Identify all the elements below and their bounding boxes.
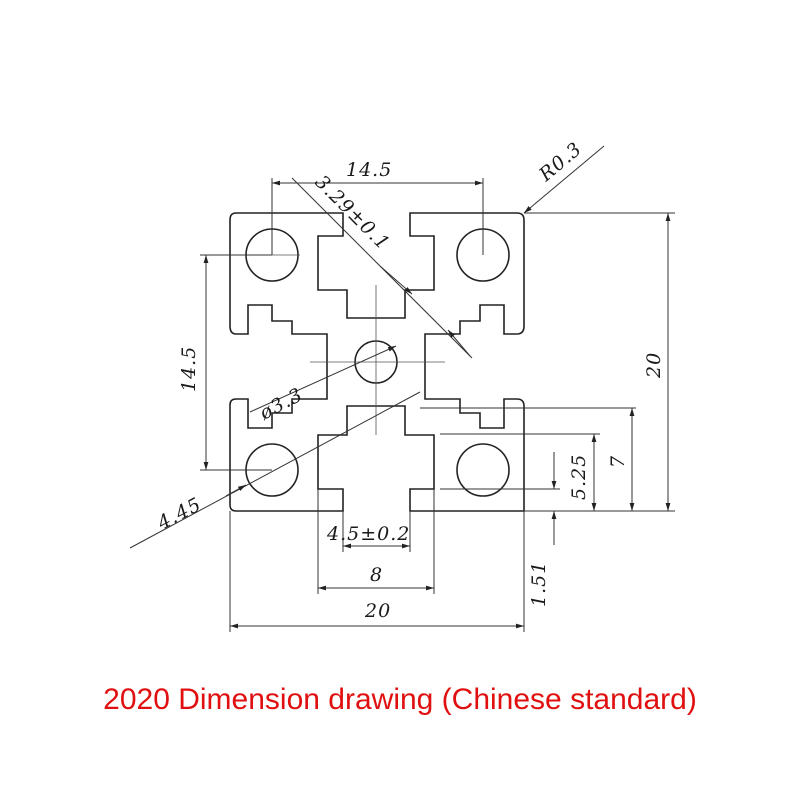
- profile-outline: [229, 212, 525, 512]
- label-bottom-width: 20: [364, 600, 391, 622]
- label-left-height: 14.5: [178, 346, 200, 392]
- leader-line: [129, 391, 421, 549]
- label-top-width: 14.5: [346, 159, 392, 181]
- corner-hole-bottom-right: [456, 443, 510, 497]
- label-dim-5-25: 5.25: [568, 454, 590, 500]
- label-slot-opening: 4.5±0.2: [326, 523, 410, 545]
- label-dim-7: 7: [607, 455, 629, 468]
- leader-arrow: [225, 484, 247, 497]
- label-bore-diameter: ø3.3: [255, 384, 307, 425]
- label-slot-width: 8: [370, 564, 383, 586]
- label-right-height: 20: [643, 352, 665, 379]
- figure-caption: 2020 Dimension drawing (Chinese standard…: [103, 683, 697, 716]
- label-corner-offset: 4.45: [153, 493, 205, 535]
- label-wall: 1.51: [528, 561, 550, 607]
- label-radius: R0.3: [534, 138, 586, 187]
- leader-arrow: [379, 265, 413, 295]
- leader-arrow: [447, 329, 471, 357]
- leader-line: [523, 145, 605, 214]
- leader-line: [249, 345, 397, 413]
